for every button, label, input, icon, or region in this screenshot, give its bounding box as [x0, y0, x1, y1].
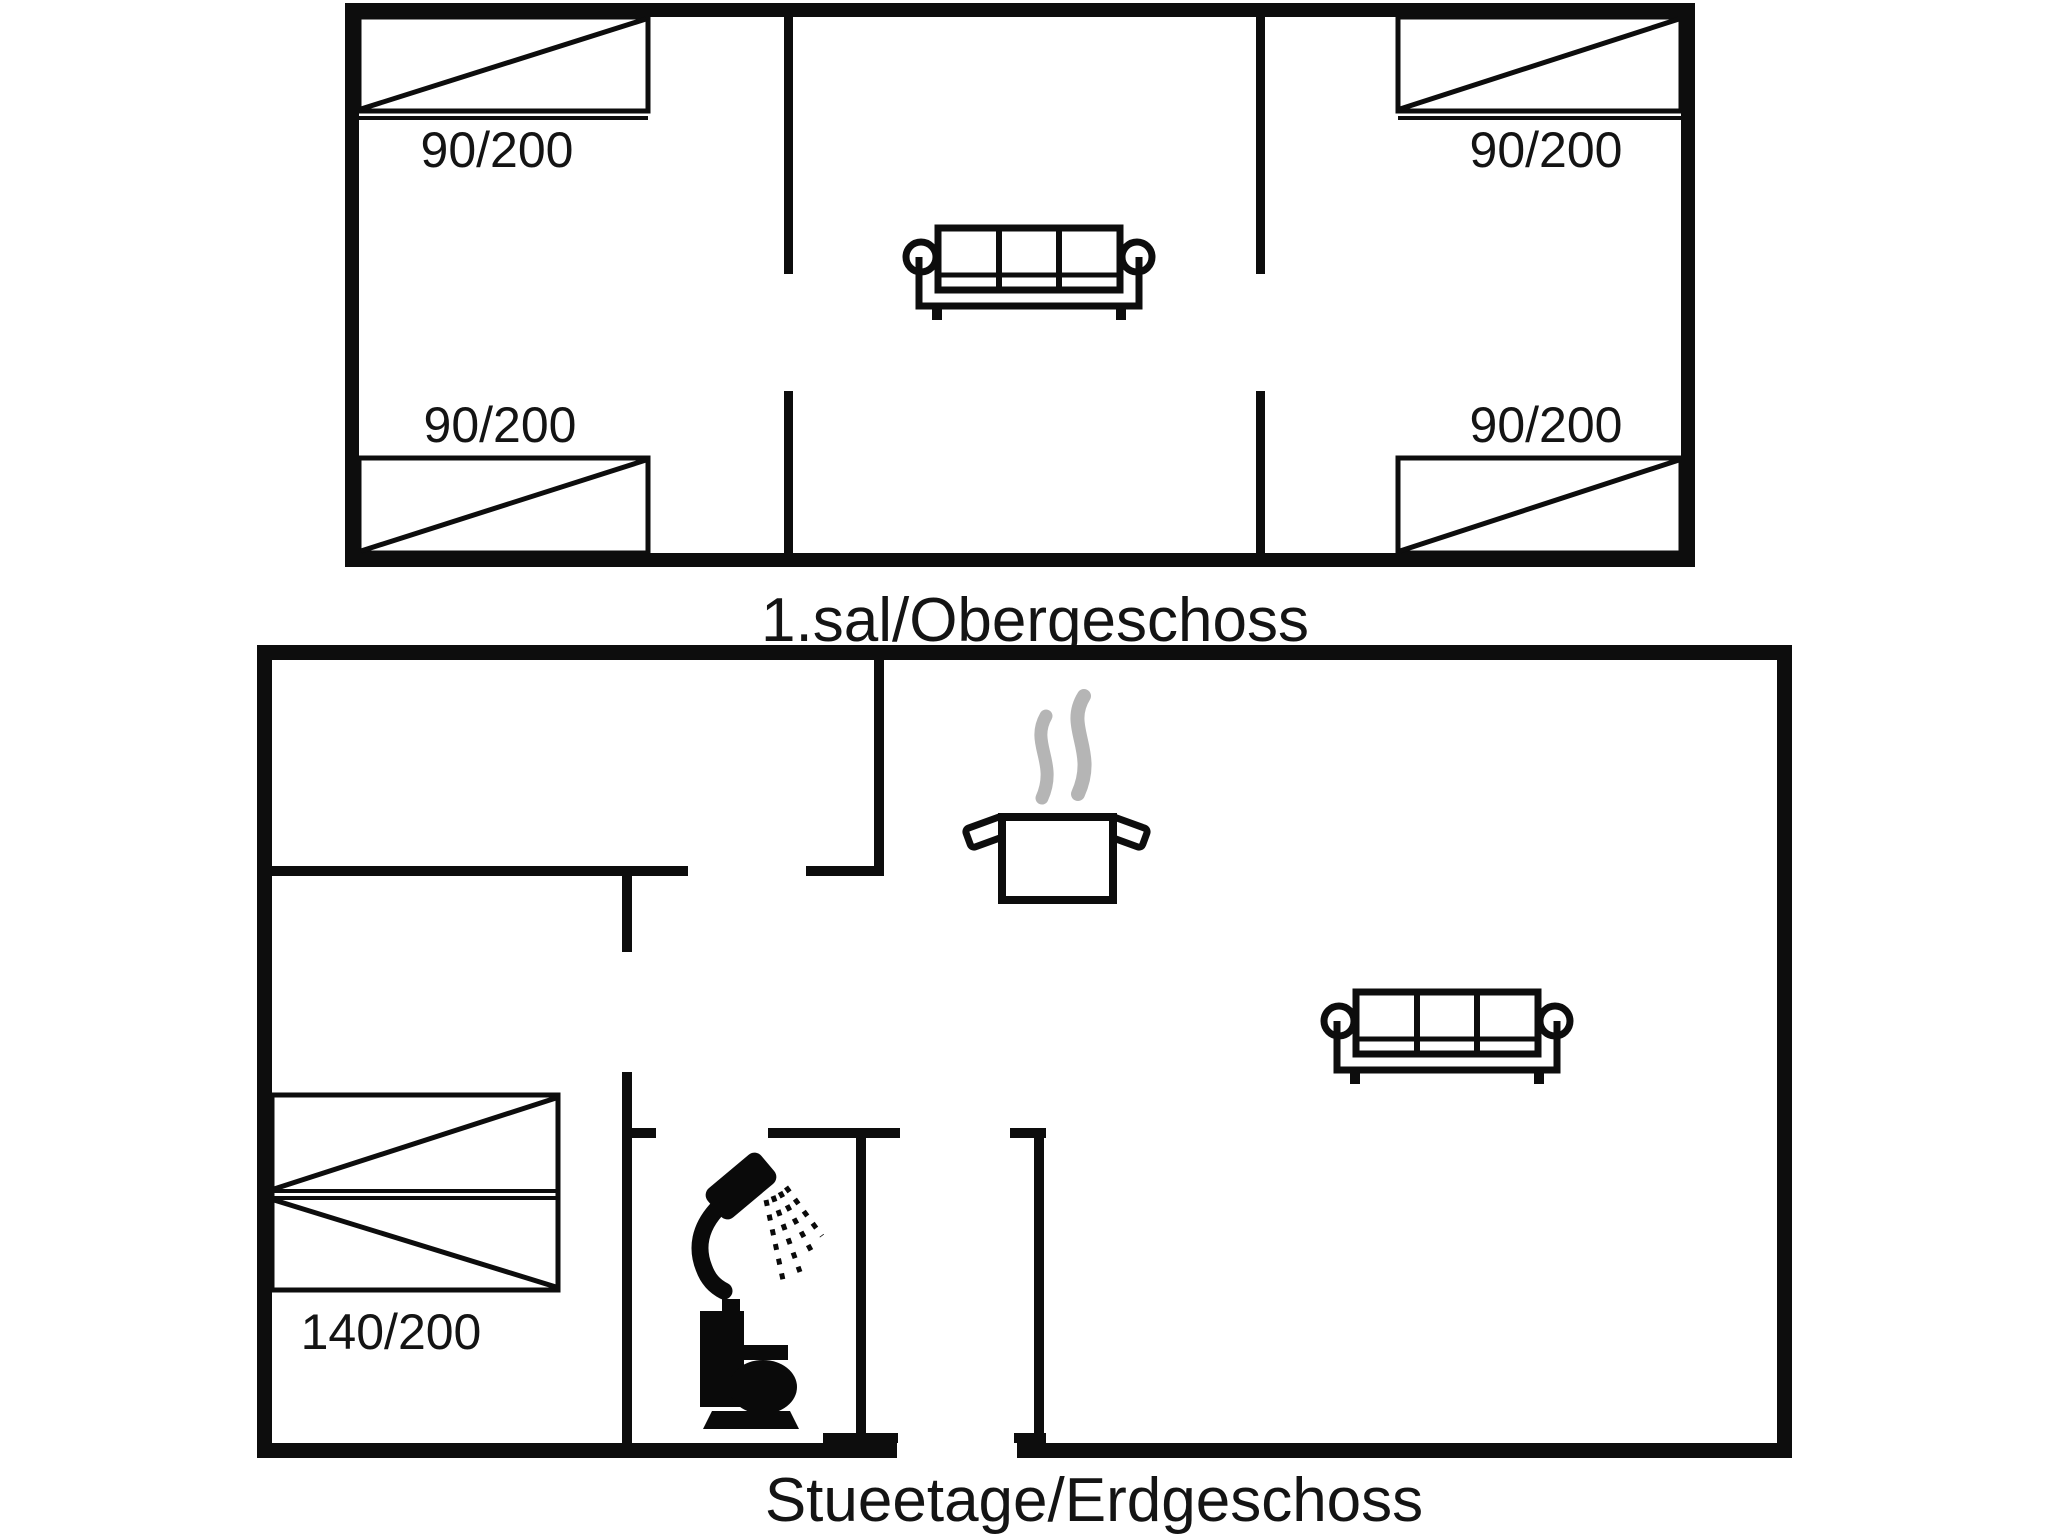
floor-title-upper: 1.sal/Obergeschoss	[761, 586, 1309, 655]
shower-spray	[763, 1185, 825, 1281]
bed-frame	[356, 14, 651, 114]
shower-head	[705, 1152, 777, 1220]
steam-wisp	[1034, 709, 1054, 805]
bed-size-label: 90/200	[421, 122, 574, 178]
bed-size-label: 90/200	[1470, 122, 1623, 178]
sofa-icon	[1324, 992, 1570, 1084]
ground-floor-plan: 140/200	[257, 645, 1792, 1535]
wall-segment	[345, 553, 1695, 567]
wall-segment	[257, 645, 272, 1458]
bed-diagonal	[360, 457, 647, 554]
wall-segment	[768, 1128, 900, 1138]
bed-diagonal	[273, 1095, 557, 1192]
ground-outer-walls	[257, 645, 1792, 1458]
wall-segment	[1256, 17, 1265, 274]
wall-segment	[874, 660, 884, 876]
toilet-icon	[700, 1299, 799, 1429]
bed-symbol-top-left	[356, 14, 651, 120]
bed-diagonal	[1399, 457, 1680, 554]
toilet-bowl	[729, 1360, 797, 1414]
wall-segment	[632, 1128, 656, 1138]
pot-body	[998, 813, 1117, 904]
toilet-flush-knob	[722, 1299, 740, 1313]
bed-diagonal	[1399, 16, 1680, 112]
bed-size-label: 90/200	[424, 397, 577, 453]
sofa-icon	[906, 228, 1152, 320]
wall-segment	[345, 3, 359, 567]
wall-segment	[784, 391, 793, 553]
wall-segment	[784, 17, 793, 274]
toilet-seat	[744, 1345, 788, 1360]
bed-frame	[1395, 455, 1684, 556]
wall-segment	[1777, 645, 1792, 1458]
cooking-pot-icon	[962, 689, 1151, 904]
shower-handle	[691, 1201, 733, 1300]
wall-segment	[856, 1138, 866, 1443]
upper-interior-walls	[784, 17, 1265, 553]
ground-interior-walls	[272, 660, 1046, 1443]
wall-segment	[1034, 1138, 1044, 1443]
wall-segment	[806, 866, 884, 876]
upper-outer-walls	[345, 3, 1695, 567]
wall-segment	[1017, 1443, 1792, 1458]
bed-diagonal	[360, 16, 647, 112]
wall-segment	[1681, 3, 1695, 567]
bed-symbol-double	[269, 1092, 561, 1293]
bed-frame	[1395, 14, 1684, 114]
upper-floor-plan: 90/200 90/200 90/200 90/200 1.sal/Oberge…	[345, 3, 1695, 655]
wall-segment	[257, 1443, 897, 1458]
wall-segment	[1256, 391, 1265, 553]
toilet-base	[703, 1411, 799, 1429]
wall-segment	[1014, 1433, 1046, 1443]
wall-segment	[823, 1433, 898, 1443]
bed-symbol-bottom-left	[356, 455, 651, 556]
steam-wisp	[1070, 689, 1092, 801]
floor-title-ground: Stueetage/Erdgeschoss	[765, 1466, 1423, 1535]
wall-segment	[622, 876, 632, 952]
shower-icon	[691, 1152, 825, 1300]
bed-frame	[356, 455, 651, 556]
wall-segment	[345, 3, 1695, 17]
bed-symbol-bottom-right	[1395, 455, 1684, 556]
wall-segment	[257, 645, 1792, 660]
bed-diagonal	[273, 1197, 557, 1290]
wall-segment	[622, 1072, 632, 1443]
bed-symbol-top-right	[1395, 14, 1684, 120]
bed-size-label: 140/200	[301, 1304, 482, 1360]
wall-segment	[272, 866, 688, 876]
bed-size-label: 90/200	[1470, 397, 1623, 453]
wall-segment	[1010, 1128, 1046, 1138]
